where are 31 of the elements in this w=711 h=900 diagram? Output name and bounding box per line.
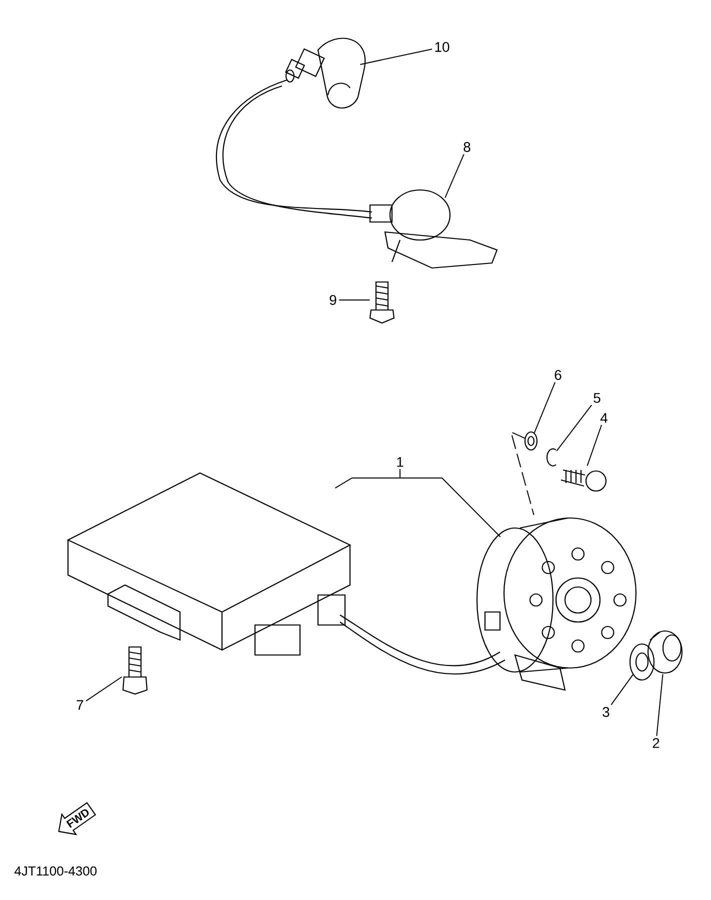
lock-washer-drawing: [546, 448, 556, 466]
bolt-drawing: [369, 281, 395, 324]
washer-drawing: [629, 643, 655, 681]
ignition-coil-drawing: [369, 189, 498, 269]
leader-line: [610, 674, 634, 706]
leader-line: [656, 674, 664, 736]
stator-drawing: [340, 517, 637, 691]
alignment-line: [510, 431, 534, 516]
leader-line: [400, 468, 501, 538]
leader-line: [556, 404, 592, 452]
callout-number: 5: [594, 393, 600, 403]
drawing-number: 4JT1100-4300: [14, 866, 97, 876]
bolt-drawing: [122, 646, 148, 695]
screw-drawing: [560, 469, 607, 492]
leader-line: [360, 48, 433, 65]
callout-number: 6: [554, 370, 562, 380]
leader-line: [534, 382, 556, 434]
callout-number: 10: [435, 42, 450, 52]
callout-number: 8: [464, 142, 470, 152]
nut-drawing: [647, 630, 683, 674]
callout-number: 7: [76, 700, 84, 710]
callout-number: 1: [397, 457, 404, 467]
callout-number: 9: [330, 295, 336, 305]
callout-number: 4: [600, 413, 608, 423]
leader-line: [444, 154, 464, 198]
leader-line: [86, 676, 122, 702]
washer-drawing: [524, 431, 538, 451]
callout-number: 2: [652, 738, 660, 748]
spark-plug-cap-drawing: [216, 38, 372, 219]
callout-number: 3: [602, 707, 610, 717]
leader-line: [586, 424, 602, 466]
